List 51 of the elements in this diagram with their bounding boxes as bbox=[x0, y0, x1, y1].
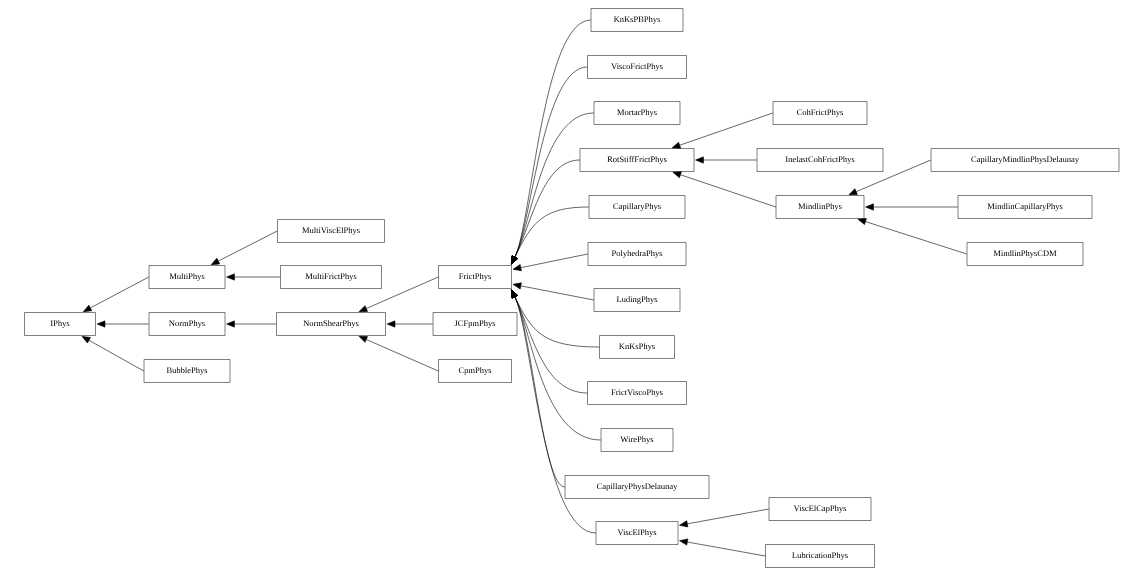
class-box: ViscoFrictPhys bbox=[587, 55, 687, 79]
class-box: RotStiffFrictPhys bbox=[579, 148, 695, 172]
class-box: CapillaryMindlinPhysDelaunay bbox=[930, 148, 1120, 172]
arrow bbox=[386, 320, 434, 328]
arrow bbox=[358, 336, 439, 372]
class-box: CapillaryPhysDelaunay bbox=[564, 475, 710, 499]
class-box: ViscElCapPhys bbox=[768, 497, 872, 521]
class-box: MindlinPhys bbox=[775, 195, 865, 219]
class-box: MindlinCapillaryPhys bbox=[957, 195, 1093, 219]
class-box: KnKsPBPhys bbox=[590, 8, 684, 32]
arrow bbox=[848, 159, 932, 196]
class-box: MultiFrictPhys bbox=[280, 265, 382, 289]
class-box: LubricationPhys bbox=[765, 544, 875, 568]
class-box: NormPhys bbox=[148, 312, 226, 336]
arrow bbox=[511, 206, 590, 265]
arrow bbox=[358, 276, 439, 313]
class-box: CapillaryPhys bbox=[588, 195, 686, 219]
class-box: InelastCohFrictPhys bbox=[756, 148, 884, 172]
class-box: LudingPhys bbox=[593, 288, 681, 312]
class-box: JCFpmPhys bbox=[432, 312, 518, 336]
class-box: WirePhys bbox=[600, 428, 674, 452]
arrow bbox=[226, 273, 281, 281]
arrow bbox=[512, 282, 595, 301]
arrow bbox=[83, 276, 150, 312]
class-box: CpmPhys bbox=[438, 359, 512, 383]
arrow bbox=[511, 289, 597, 534]
class-box: BubblePhys bbox=[143, 359, 231, 383]
class-box: CohFrictPhys bbox=[772, 101, 868, 125]
class-box: FrictViscoPhys bbox=[587, 381, 687, 405]
arrow bbox=[865, 203, 959, 211]
arrow bbox=[679, 508, 770, 528]
class-box: MindlinPhysCDM bbox=[966, 242, 1084, 266]
arrow bbox=[96, 320, 150, 328]
class-box: FrictPhys bbox=[438, 265, 512, 289]
arrow bbox=[695, 156, 758, 164]
arrow bbox=[512, 253, 589, 272]
arrow bbox=[671, 112, 774, 149]
class-box: MultiViscElPhys bbox=[277, 219, 385, 243]
arrow bbox=[679, 538, 766, 557]
class-box: MortarPhys bbox=[593, 101, 681, 125]
class-box: ViscElPhys bbox=[595, 521, 679, 545]
arrow bbox=[672, 171, 777, 208]
arrow bbox=[210, 230, 278, 265]
class-box: NormShearPhys bbox=[276, 312, 386, 336]
class-box: PolyhedraPhys bbox=[587, 242, 687, 266]
arrow bbox=[857, 218, 968, 255]
class-box: IPhys bbox=[24, 312, 96, 336]
class-box: MultiPhys bbox=[148, 265, 226, 289]
arrow bbox=[226, 320, 277, 328]
arrow bbox=[81, 336, 145, 372]
class-box: KnKsPhys bbox=[599, 335, 675, 359]
